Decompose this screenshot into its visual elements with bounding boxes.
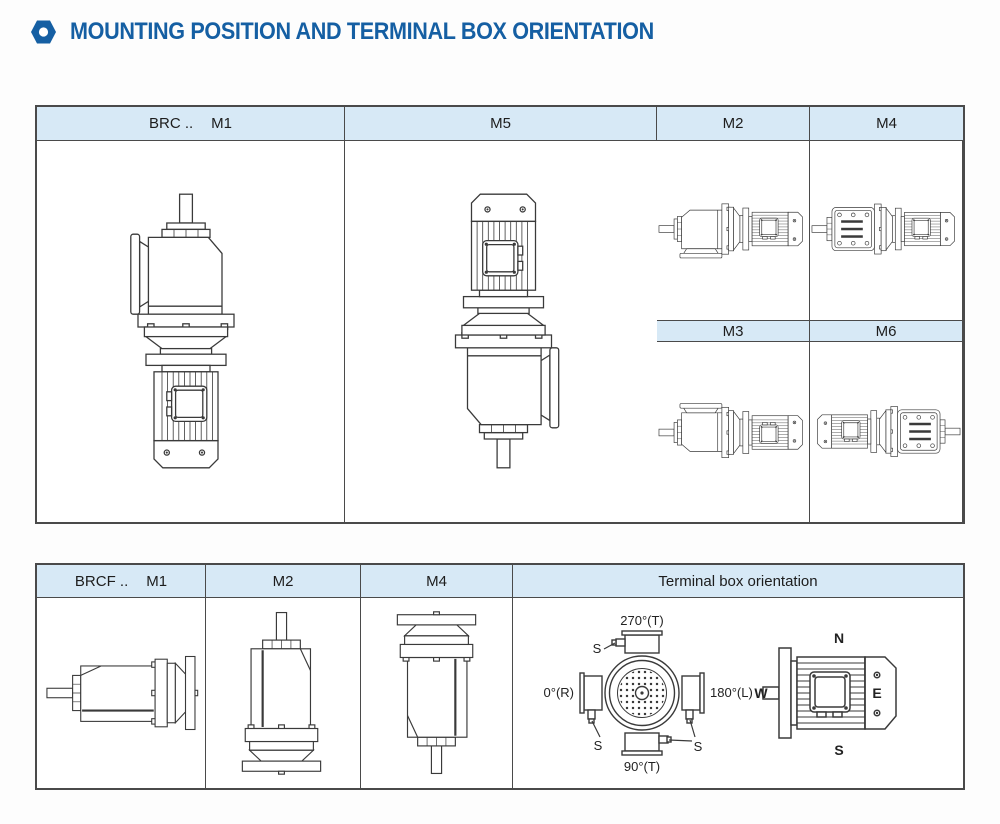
- gearmotor-m2-drawing: [37, 141, 344, 522]
- hex-nut-icon: [31, 20, 56, 44]
- gearmotor-m4-drawing: [345, 141, 657, 522]
- header-m5: M5: [345, 107, 657, 141]
- drawing-brc-m4: [345, 141, 657, 522]
- drawing-brc-m3: [657, 342, 810, 522]
- angle-left-label: 0°(R): [544, 685, 574, 700]
- position-label: M4: [426, 572, 447, 590]
- drawing-brcf-m4: [361, 598, 513, 788]
- gearmotor-m3-drawing: [657, 342, 809, 522]
- drawing-brcf-m2: [206, 598, 361, 788]
- header-m6: M6: [810, 321, 963, 342]
- terminal-box-front-view: 270°(T) 0°(R) 180°(L) 90°(T) S S S: [544, 613, 753, 774]
- position-label: M2: [722, 115, 744, 132]
- gland-s-label: S: [593, 641, 602, 656]
- terminal-box-orientation-label: Terminal box orientation: [658, 572, 818, 590]
- drawing-brc-m6: [810, 342, 963, 522]
- header-brcf-m4: M4: [361, 565, 513, 598]
- series-label: BRCF ..: [74, 572, 129, 590]
- angle-bottom-label: 90°(T): [624, 759, 660, 774]
- flange-reducer-m2-drawing: [241, 611, 322, 776]
- gearmotor-m1-drawing: [657, 141, 809, 320]
- terminal-box-orientation-cell: 270°(T) 0°(R) 180°(L) 90°(T) S S S: [513, 598, 963, 788]
- compass-s-label: S: [834, 742, 843, 758]
- gearmotor-m5-drawing: [810, 141, 962, 320]
- motor-side-view: N W E S: [754, 630, 897, 758]
- page-title: MOUNTING POSITION AND TERMINAL BOX ORIEN…: [70, 18, 654, 45]
- header-m4: M4: [810, 107, 963, 141]
- drawing-brc-m1: [657, 141, 810, 321]
- position-label: M1: [146, 572, 168, 590]
- gearmotor-m6-drawing: [810, 342, 962, 522]
- compass-w-label: W: [754, 685, 768, 701]
- position-label: M3: [722, 322, 744, 340]
- header-m3: M3: [657, 321, 810, 342]
- flange-reducer-m4-drawing: [396, 610, 477, 775]
- page-header: MOUNTING POSITION AND TERMINAL BOX ORIEN…: [30, 18, 719, 46]
- header-terminal-box-orientation: Terminal box orientation: [513, 565, 963, 598]
- series-label: BRC ..: [148, 115, 194, 132]
- compass-e-label: E: [872, 685, 881, 701]
- compass-n-label: N: [834, 630, 844, 646]
- position-label: M6: [875, 322, 897, 340]
- position-label: M5: [490, 115, 511, 132]
- angle-right-label: 180°(L): [710, 685, 753, 700]
- position-label: M2: [272, 572, 294, 590]
- header-m2: M2: [657, 107, 810, 141]
- position-label: M4: [876, 115, 897, 132]
- drawing-brcf-m1: [37, 598, 206, 788]
- position-label: M1: [211, 115, 233, 132]
- brc-mounting-table: BRC .. M1 M5 M2 M4: [35, 105, 965, 524]
- flange-reducer-m1-drawing: [45, 655, 199, 731]
- header-brcf-m1: BRCF .. M1: [37, 565, 206, 598]
- drawing-brc-m2: [37, 141, 345, 522]
- header-brcf-m2: M2: [206, 565, 361, 598]
- gland-s-label: S: [694, 739, 703, 754]
- drawing-brc-m5: [810, 141, 963, 321]
- gland-s-label: S: [594, 738, 603, 753]
- header-brc-m1: BRC .. M1: [37, 107, 345, 141]
- angle-top-label: 270°(T): [620, 613, 664, 628]
- brcf-mounting-table: BRCF .. M1 M2 M4 Terminal box orientatio…: [35, 563, 965, 790]
